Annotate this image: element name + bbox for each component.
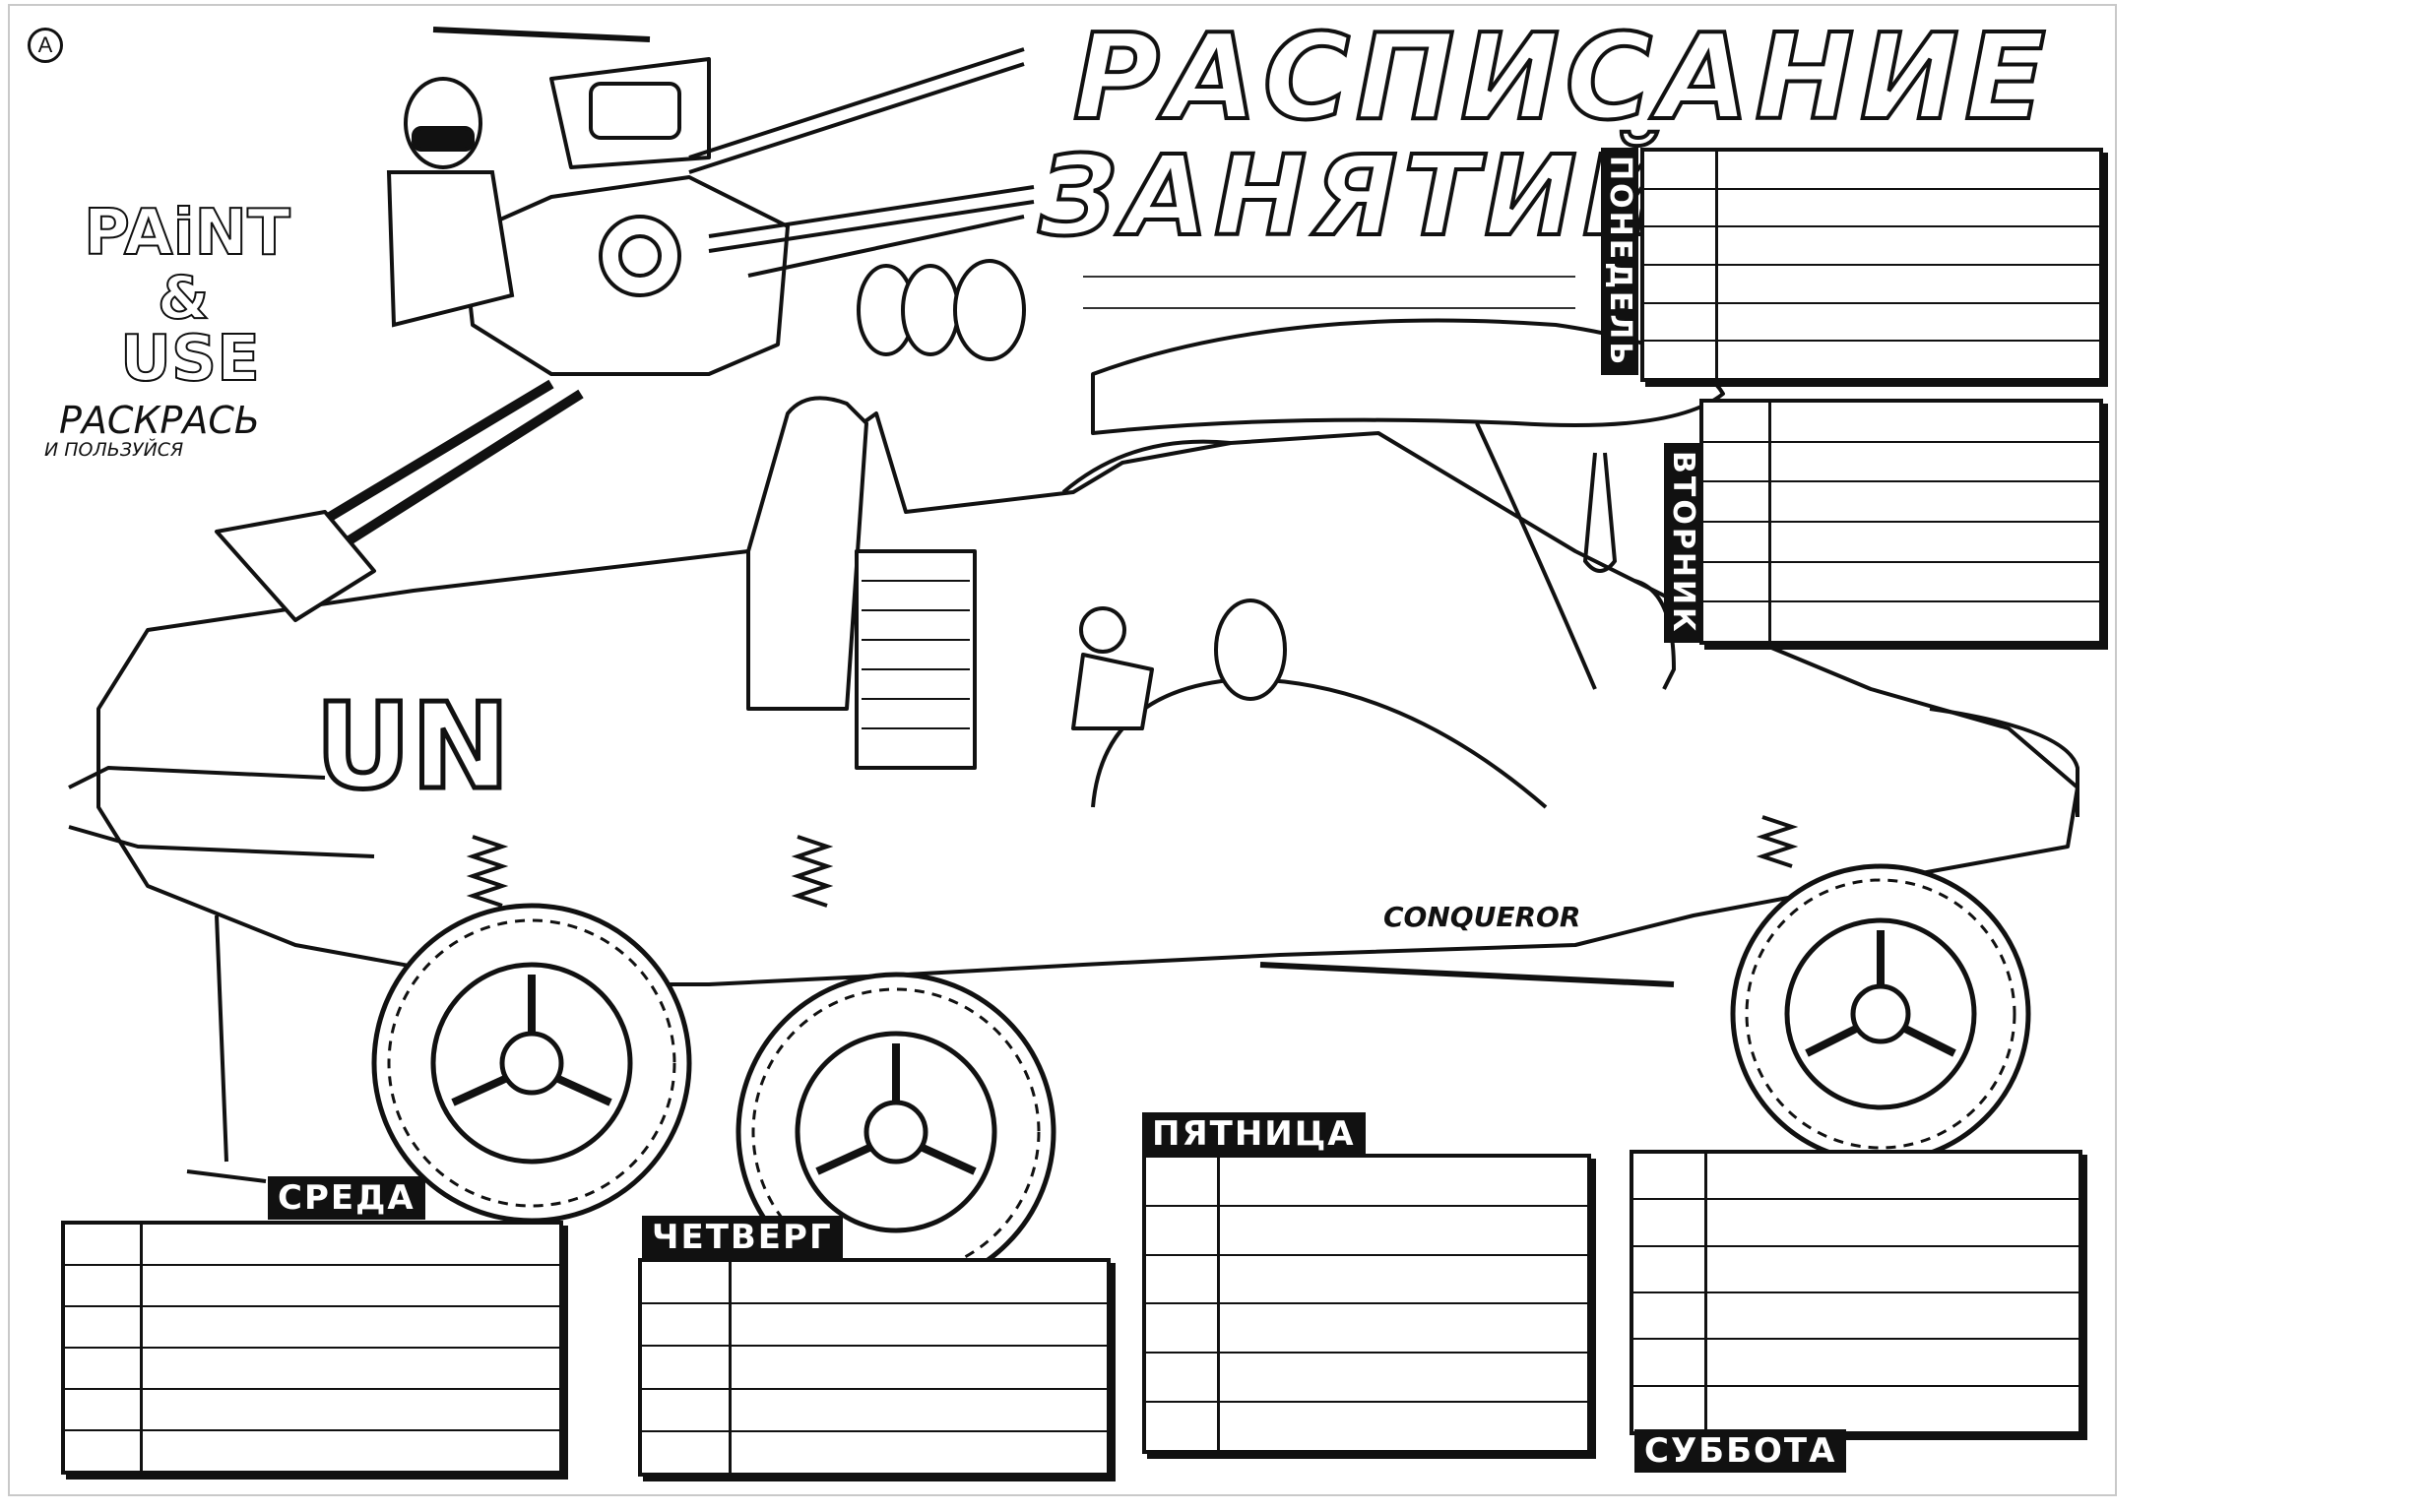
schedule-row[interactable] bbox=[1644, 303, 2099, 343]
soldier-illustration bbox=[386, 77, 515, 328]
schedule-row[interactable] bbox=[1146, 1403, 1587, 1450]
schedule-row[interactable] bbox=[1146, 1206, 1587, 1256]
schedule-row[interactable] bbox=[65, 1431, 559, 1471]
vehicle-model-name: CONQUEROR bbox=[1383, 901, 1581, 933]
schedule-wednesday[interactable] bbox=[61, 1221, 563, 1475]
schedule-row[interactable] bbox=[642, 1347, 1107, 1390]
circle-a-logo-icon: A bbox=[28, 28, 63, 63]
schedule-row[interactable] bbox=[1633, 1200, 2078, 1247]
day-label-wednesday: СРЕДА bbox=[268, 1176, 425, 1220]
schedule-row[interactable] bbox=[1644, 266, 2099, 304]
schedule-row[interactable] bbox=[1703, 403, 2099, 443]
poster-border bbox=[8, 4, 2117, 1496]
schedule-saturday[interactable] bbox=[1630, 1150, 2082, 1435]
title-underline bbox=[1083, 276, 1575, 278]
schedule-row[interactable] bbox=[65, 1307, 559, 1349]
day-label-friday: ПЯТНИЦА bbox=[1142, 1112, 1366, 1156]
schedule-row[interactable] bbox=[1644, 189, 2099, 228]
schedule-row[interactable] bbox=[1703, 482, 2099, 524]
schedule-row[interactable] bbox=[642, 1262, 1107, 1305]
brand-ru-line1: РАСКРАСЬ bbox=[59, 399, 260, 442]
schedule-row[interactable] bbox=[65, 1225, 559, 1266]
turret-gun-illustration bbox=[215, 27, 1035, 622]
schedule-monday[interactable] bbox=[1640, 148, 2103, 382]
schedule-row[interactable] bbox=[1633, 1154, 2078, 1201]
schedule-row[interactable] bbox=[1703, 562, 2099, 603]
schedule-row[interactable] bbox=[1146, 1158, 1587, 1207]
vehicle-un-marking: UN bbox=[313, 677, 513, 819]
brand-paint: PAiNT bbox=[83, 196, 291, 271]
schedule-friday[interactable] bbox=[1142, 1154, 1591, 1454]
schedule-row[interactable] bbox=[65, 1390, 559, 1431]
title-line1: РАСПИСАНИЕ bbox=[1071, 8, 2052, 149]
schedule-row[interactable] bbox=[1146, 1255, 1587, 1305]
title-line2: ЗАНЯТИЙ bbox=[1037, 131, 1682, 263]
title-underline bbox=[1083, 307, 1575, 309]
schedule-row[interactable] bbox=[642, 1431, 1107, 1474]
schedule-row[interactable] bbox=[65, 1266, 559, 1307]
brand-ru-line2: И ПОЛЬЗУЙСЯ bbox=[44, 439, 184, 461]
brand-use: USE bbox=[119, 322, 261, 397]
schedule-row[interactable] bbox=[1633, 1292, 2078, 1341]
schedule-row[interactable] bbox=[65, 1349, 559, 1390]
schedule-row[interactable] bbox=[1633, 1340, 2078, 1387]
schedule-tuesday[interactable] bbox=[1699, 399, 2103, 645]
schedule-row[interactable] bbox=[642, 1304, 1107, 1348]
schedule-row[interactable] bbox=[1146, 1304, 1587, 1354]
day-label-thursday: ЧЕТВЕРГ bbox=[642, 1216, 843, 1259]
schedule-row[interactable] bbox=[1633, 1386, 2078, 1431]
schedule-row[interactable] bbox=[1146, 1354, 1587, 1404]
schedule-row[interactable] bbox=[1644, 227, 2099, 267]
schedule-row[interactable] bbox=[1703, 602, 2099, 642]
schedule-row[interactable] bbox=[1703, 442, 2099, 483]
schedule-row[interactable] bbox=[1644, 152, 2099, 190]
schedule-thursday[interactable] bbox=[638, 1258, 1111, 1477]
schedule-row[interactable] bbox=[1703, 523, 2099, 563]
schedule-row[interactable] bbox=[1633, 1246, 2078, 1293]
day-label-monday: ПОНЕДЕЛЬ bbox=[1601, 148, 1638, 376]
day-label-tuesday: ВТОРНИК bbox=[1664, 443, 1701, 643]
brand-amp: & bbox=[157, 263, 210, 334]
schedule-row[interactable] bbox=[1644, 342, 2099, 379]
schedule-row[interactable] bbox=[642, 1389, 1107, 1432]
day-label-saturday: СУББОТА bbox=[1634, 1429, 1847, 1473]
